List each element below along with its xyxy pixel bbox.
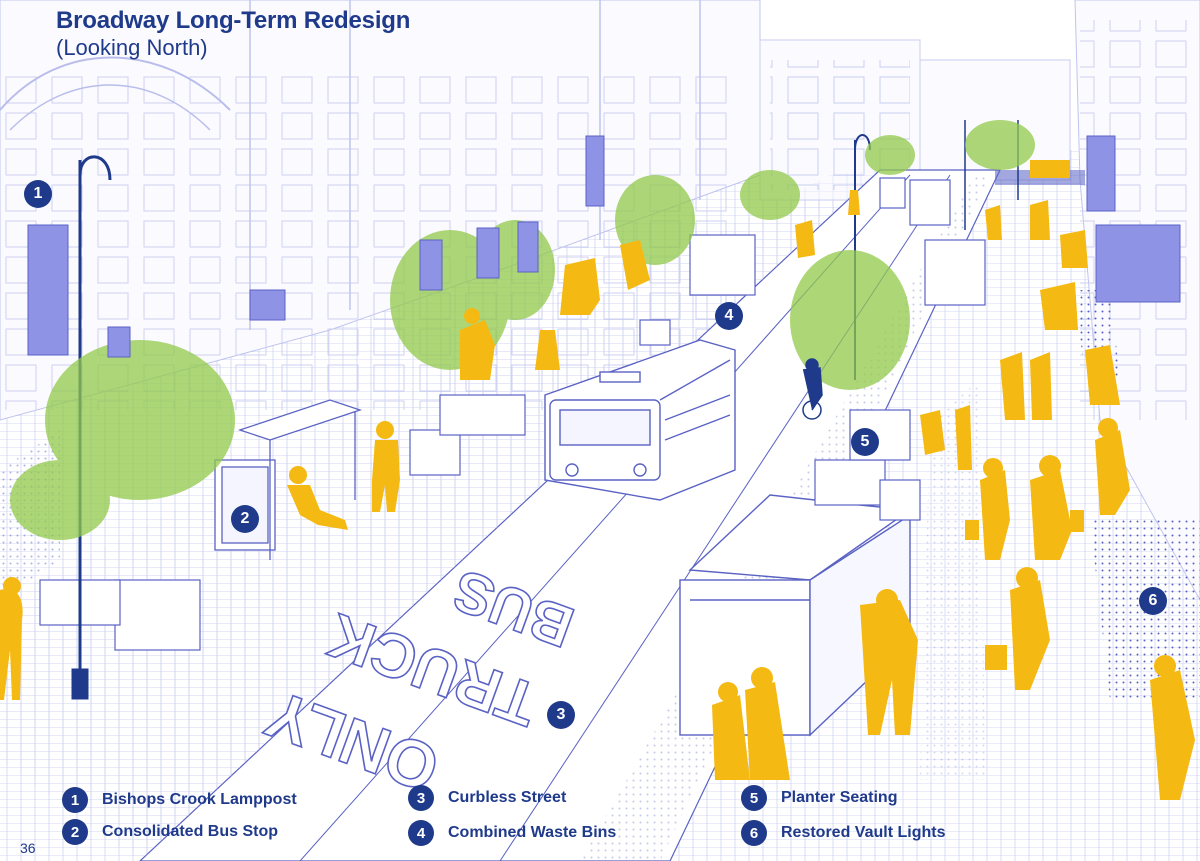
legend-number: 6 bbox=[741, 820, 767, 846]
legend-item-4: 4 Combined Waste Bins bbox=[408, 820, 616, 846]
legend: 1 Bishops Crook Lamppost 2 Consolidated … bbox=[0, 780, 1200, 861]
legend-item-3: 3 Curbless Street bbox=[408, 785, 566, 811]
trucks bbox=[689, 177, 986, 306]
page-subtitle: (Looking North) bbox=[56, 35, 208, 60]
marker-3-curbless-street: 3 bbox=[547, 701, 575, 729]
banners bbox=[27, 135, 1181, 358]
legend-item-6: 6 Restored Vault Lights bbox=[741, 820, 945, 846]
legend-label: Consolidated Bus Stop bbox=[102, 823, 278, 840]
legend-number: 2 bbox=[62, 819, 88, 845]
marker-2-bus-stop: 2 bbox=[231, 505, 259, 533]
marker-5-planter-seating: 5 bbox=[851, 428, 879, 456]
legend-label: Curbless Street bbox=[448, 789, 567, 806]
people bbox=[0, 160, 1195, 800]
marker-1-lamppost: 1 bbox=[24, 180, 52, 208]
legend-item-1: 1 Bishops Crook Lamppost bbox=[62, 787, 297, 813]
bus-shelter bbox=[214, 399, 363, 560]
legend-item-5: 5 Planter Seating bbox=[741, 785, 897, 811]
legend-number: 5 bbox=[741, 785, 767, 811]
planter-seating bbox=[814, 409, 921, 521]
legend-number: 1 bbox=[62, 787, 88, 813]
bus bbox=[544, 339, 736, 501]
news-kiosk bbox=[679, 494, 912, 737]
legend-number: 3 bbox=[408, 785, 434, 811]
legend-number: 4 bbox=[408, 820, 434, 846]
page-title: Broadway Long-Term Redesign bbox=[56, 7, 411, 34]
marker-6-vault-lights: 6 bbox=[1139, 587, 1167, 615]
title-block: Broadway Long-Term Redesign (Looking Nor… bbox=[56, 6, 410, 60]
legend-label: Bishops Crook Lamppost bbox=[102, 791, 297, 808]
page-number: 36 bbox=[20, 840, 36, 856]
legend-label: Planter Seating bbox=[781, 789, 898, 806]
legend-label: Combined Waste Bins bbox=[448, 824, 617, 841]
legend-item-2: 2 Consolidated Bus Stop bbox=[62, 819, 278, 845]
marker-4-waste-bins: 4 bbox=[715, 302, 743, 330]
legend-label: Restored Vault Lights bbox=[781, 824, 946, 841]
cyclist bbox=[802, 358, 823, 420]
